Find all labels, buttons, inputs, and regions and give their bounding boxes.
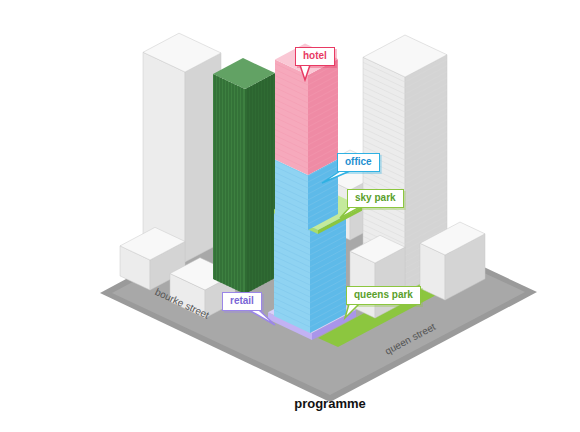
floor-line [275,129,338,145]
floor-line [274,272,346,291]
floor-line [274,308,346,327]
floor-line [274,248,346,267]
callout-pointer [249,310,275,325]
floor-line [274,284,346,303]
floor-line [275,190,338,206]
fin-line [272,75,273,280]
callout-text: hotel [303,50,327,61]
floor-line [363,102,447,124]
floor-line [274,242,346,261]
fin-line [221,78,222,283]
floor-line [363,66,447,88]
callout-pointer [340,207,360,218]
diagram-title: programme [294,396,366,411]
context-building [420,222,485,300]
fin-line [218,76,219,281]
floor-line [275,117,338,133]
fin-line [263,79,264,284]
floor-line [275,153,338,169]
callout-pointer [345,304,359,318]
floor-line [275,135,338,151]
green-tower [213,58,275,294]
floor-line [275,123,338,139]
fin-line [227,81,228,286]
hotel-block [275,44,338,175]
context-building-face [350,235,405,263]
floor-line [274,230,346,249]
floor-line [274,302,346,321]
floor-line [274,260,346,279]
green-tower-face [245,73,275,294]
tall-tower-face [143,33,221,72]
floor-line [274,254,346,273]
floor-line [275,105,338,121]
floor-line [275,93,338,109]
office-callout: office [337,153,380,172]
queens-park-callout: queens park [346,286,421,305]
context-building-face [120,227,185,260]
callout-text: office [345,156,372,167]
floor-line [363,132,447,154]
fin-line [236,85,237,290]
fin-line [233,83,234,288]
floor-line [363,210,447,232]
floor-line [275,141,338,157]
floor-line [274,236,346,255]
floor-line [363,120,447,142]
floor-line [363,72,447,94]
floor-line [363,96,447,118]
floor-line [274,290,346,309]
fin-line [269,76,270,281]
floor-line [275,202,338,218]
fin-line [248,87,249,292]
floor-line [363,126,447,148]
floor-line [275,87,338,103]
floor-line [363,78,447,100]
fin-line [242,88,243,293]
fin-line [230,82,231,287]
callout-text: queens park [354,289,413,300]
callout-text: sky park [355,192,396,203]
fin-line [251,86,252,291]
floor-line [363,108,447,130]
context-building-face [420,222,485,255]
floor-line [363,60,447,82]
floor-line [274,278,346,297]
floor-line [363,216,447,238]
fin-line [224,79,225,284]
callout-pointer [322,171,350,183]
fin-line [260,81,261,286]
fin-line [239,86,240,291]
floor-line [274,296,346,315]
retail-callout: retail [222,292,262,311]
fin-line [266,78,267,283]
fin-line [254,84,255,289]
floor-line [274,266,346,285]
floor-line [275,208,338,224]
floor-line [275,99,338,115]
floor-line [275,81,338,97]
fin-line [257,83,258,288]
fin-line [215,75,216,280]
callout-pointer [300,65,310,80]
hotel-callout: hotel [295,47,335,66]
floor-line [275,184,338,200]
floor-line [275,196,338,212]
floor-line [275,111,338,127]
floor-line [363,90,447,112]
callout-text: retail [230,295,254,306]
green-tower-face [213,74,245,294]
office-lower-face [274,213,310,333]
floor-line [363,84,447,106]
sky-park-callout: sky park [347,189,404,208]
heritage-tower-face [363,35,447,77]
floor-line [363,114,447,136]
floor-line [275,147,338,163]
